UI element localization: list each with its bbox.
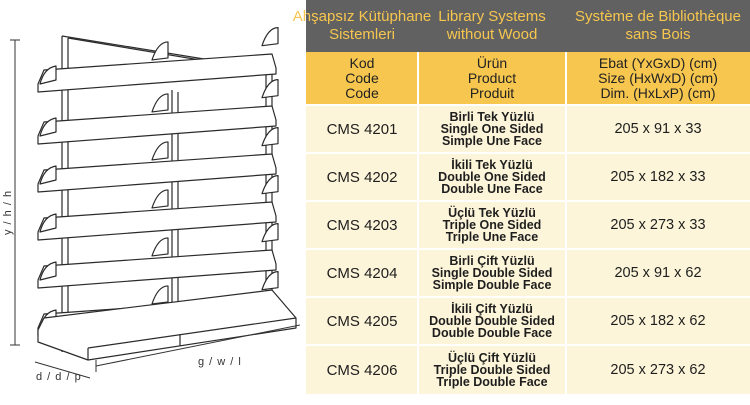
book-end bbox=[151, 141, 169, 161]
shelf-board bbox=[37, 53, 277, 93]
shelf-illustration: y / h / h g / w / l d / d / p bbox=[0, 0, 301, 400]
column-divider bbox=[417, 52, 419, 400]
shelf-board bbox=[37, 105, 277, 145]
shelf-board bbox=[37, 201, 277, 241]
code-cell: CMS 4203 bbox=[326, 216, 398, 234]
book-end bbox=[39, 213, 57, 233]
width-label: g / w / l bbox=[198, 356, 242, 368]
size-cell: 205 x 91 x 62 bbox=[614, 265, 702, 281]
shelf-board bbox=[37, 249, 277, 289]
code-cell: CMS 4201 bbox=[326, 120, 398, 138]
bookshelf-drawing: y / h / h g / w / l d / d / p bbox=[2, 27, 301, 383]
book-end bbox=[261, 271, 279, 291]
book-end bbox=[261, 127, 279, 147]
book-end bbox=[151, 93, 169, 113]
column-divider bbox=[565, 52, 567, 400]
code-cell: CMS 4204 bbox=[326, 264, 398, 282]
book-end bbox=[151, 189, 169, 209]
depth-dimension-line bbox=[34, 361, 91, 379]
height-label: y / h / h bbox=[2, 190, 14, 235]
book-end bbox=[39, 65, 57, 85]
book-end bbox=[151, 41, 169, 61]
size-cell: 205 x 273 x 62 bbox=[610, 362, 706, 378]
code-cell: CMS 4206 bbox=[326, 361, 398, 379]
book-end bbox=[39, 261, 57, 281]
book-end bbox=[39, 117, 57, 137]
book-end bbox=[261, 79, 279, 99]
code-cell: CMS 4202 bbox=[326, 168, 398, 186]
base-plinth bbox=[37, 289, 297, 361]
size-cell: 205 x 182 x 33 bbox=[610, 169, 706, 185]
size-cell: 205 x 273 x 33 bbox=[610, 217, 706, 233]
book-end bbox=[261, 175, 279, 195]
depth-label: d / d / p bbox=[36, 371, 82, 383]
base-edge bbox=[87, 317, 297, 360]
book-end bbox=[39, 165, 57, 185]
book-end bbox=[261, 223, 279, 243]
book-end bbox=[151, 237, 169, 257]
book-end bbox=[151, 285, 169, 305]
shelf-board bbox=[37, 153, 277, 193]
book-end bbox=[261, 27, 279, 47]
size-cell: 205 x 91 x 33 bbox=[614, 121, 702, 137]
size-column-header: Ebat (YxGxD) (cm)Size (HxWxD) (cm)Dim. (… bbox=[598, 54, 718, 101]
code-cell: CMS 4205 bbox=[326, 312, 398, 330]
size-cell: 205 x 182 x 62 bbox=[610, 313, 706, 329]
width-dimension-line bbox=[95, 324, 301, 367]
